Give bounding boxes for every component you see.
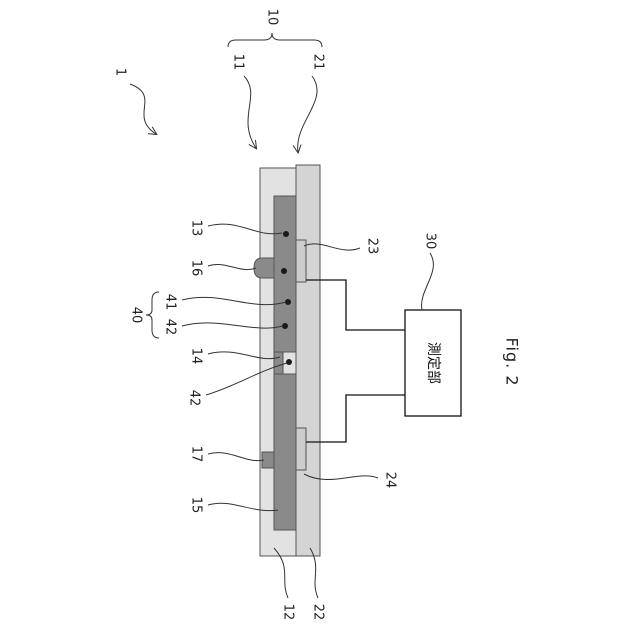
label-23: 23 bbox=[365, 238, 380, 255]
brace-10 bbox=[228, 33, 322, 47]
label-42-upper: 42 bbox=[163, 319, 178, 336]
label-11: 11 bbox=[231, 54, 246, 71]
leader-17 bbox=[208, 453, 264, 461]
particle-dot bbox=[281, 268, 287, 274]
label-14: 14 bbox=[189, 348, 204, 365]
label-16: 16 bbox=[189, 260, 204, 277]
label-42-lower: 42 bbox=[187, 390, 202, 407]
label-17: 17 bbox=[189, 446, 204, 463]
wire-electrode-23 bbox=[306, 280, 405, 330]
label-30: 30 bbox=[423, 233, 438, 250]
label-12: 12 bbox=[281, 604, 296, 621]
particle-42-lower-dot bbox=[286, 359, 292, 365]
label-40: 40 bbox=[129, 307, 144, 324]
leader-16 bbox=[208, 264, 256, 269]
leader-21 bbox=[298, 76, 317, 152]
layer-21-cover bbox=[296, 165, 320, 556]
leader-30 bbox=[422, 253, 434, 310]
region-15 bbox=[274, 374, 296, 530]
wire-electrode-24 bbox=[306, 395, 405, 442]
label-1: 1 bbox=[113, 68, 128, 76]
wiring bbox=[306, 280, 405, 442]
label-13: 13 bbox=[189, 220, 204, 237]
label-15: 15 bbox=[189, 497, 204, 514]
label-10: 10 bbox=[265, 9, 280, 26]
region-14-channel bbox=[274, 352, 283, 374]
port-16 bbox=[254, 258, 274, 278]
leader-1 bbox=[130, 84, 156, 134]
measurement-unit: 測定部 bbox=[405, 310, 461, 416]
particle-dot bbox=[283, 231, 289, 237]
label-41: 41 bbox=[163, 294, 178, 311]
sensor-body bbox=[254, 165, 320, 556]
label-21: 21 bbox=[311, 54, 326, 71]
electrode-24 bbox=[296, 428, 306, 470]
measurement-unit-label: 測定部 bbox=[425, 342, 441, 384]
label-22: 22 bbox=[311, 604, 326, 621]
label-24: 24 bbox=[383, 472, 398, 489]
leader-11 bbox=[244, 76, 256, 148]
figure-caption: Fig. 2 bbox=[503, 338, 522, 387]
brace-40 bbox=[146, 292, 159, 338]
